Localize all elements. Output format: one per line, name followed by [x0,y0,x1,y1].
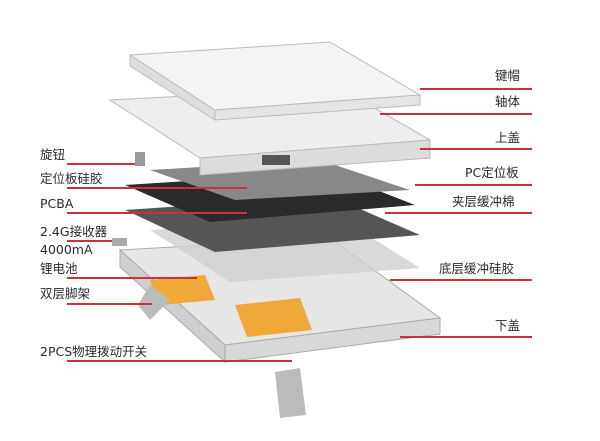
label-bottom-silicone: 底层缓冲硅胶 [439,261,515,276]
foot-front [275,368,306,418]
leader-line [380,113,532,115]
label-top-case: 上盖 [495,130,521,145]
label-pc-plate: PC定位板 [465,165,519,180]
keycaps [128,41,422,121]
leader-line [67,303,152,305]
label-pcba: PCBA [40,196,74,211]
leader-line [390,279,532,281]
leader-line [67,187,247,189]
label-battery: 锂电池 [40,261,78,276]
leader-line [385,212,532,214]
knob [135,152,145,166]
leader-line [67,360,292,362]
label-plate-silicone: 定位板硅胶 [40,171,103,186]
foot-left [138,285,170,320]
leader-line [400,336,532,338]
leader-line [67,240,112,242]
label-knob: 旋钮 [40,147,66,162]
label-feet: 双层脚架 [40,286,91,301]
label-bottom-case: 下盖 [495,318,521,333]
leader-line [67,163,135,165]
leader-line [67,212,247,214]
label-battery-capacity: 4000mA [40,242,93,257]
label-sandwich-foam: 夹层缓冲棉 [452,194,515,209]
leader-line [420,88,532,90]
label-keycaps: 键帽 [495,68,521,83]
leader-line [67,277,197,279]
leader-line [420,148,532,150]
label-switch: 2PCS物理拨动开关 [40,344,148,359]
receiver [112,238,127,246]
label-switches: 轴体 [495,94,521,109]
leader-line [415,184,532,186]
label-receiver: 2.4G接收器 [40,224,108,239]
